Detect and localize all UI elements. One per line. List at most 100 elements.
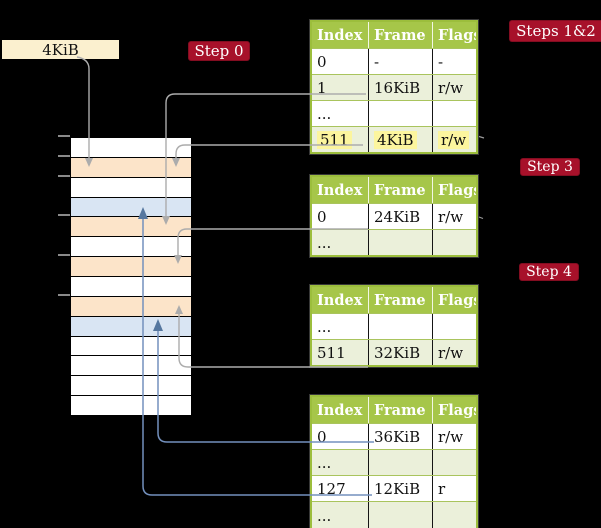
stub-mark — [478, 135, 485, 139]
table-cell: 0 — [312, 204, 369, 229]
memory-frame-9 — [71, 296, 191, 317]
badge-step-3: Step 3 — [520, 158, 580, 176]
table-row: ... — [312, 101, 476, 127]
header-index: Index — [312, 22, 369, 48]
page-table-2: Index Frame Flags 0 24KiB r/w ... — [310, 175, 478, 257]
badge-step-4: Step 4 — [519, 263, 579, 281]
memory-frame-5 — [71, 217, 191, 238]
badge-steps-1-2-label: Steps 1&2 — [516, 22, 596, 40]
address-tick — [58, 254, 70, 256]
table-cell: 12KiB — [369, 476, 433, 501]
table-cell: ... — [312, 230, 369, 255]
table-header: Index Frame Flags — [312, 287, 476, 314]
header-flags: Flags — [438, 291, 476, 309]
table-cell: r/w — [438, 343, 464, 362]
table-row-highlighted: 511 4KiB r/w — [312, 127, 476, 152]
table-cell — [433, 502, 476, 528]
table-cell: 16KiB — [369, 75, 433, 100]
table-cell: 0 — [312, 49, 369, 74]
header-flags: Flags — [438, 401, 476, 419]
table-header: Index Frame Flags — [312, 177, 476, 204]
badge-steps-1-2: Steps 1&2 — [509, 20, 601, 42]
memory-frame-14 — [71, 396, 191, 416]
header-flags: Flags — [438, 181, 476, 199]
table-cell: 1 — [312, 75, 369, 100]
memory-frame-3 — [71, 177, 191, 198]
table-cell: 511 — [312, 127, 369, 152]
header-frame: Frame — [369, 22, 433, 48]
page-table-1: Index Frame Flags 0 - - 1 16KiB r/w ... … — [310, 20, 478, 154]
memory-frame-1 — [71, 138, 191, 158]
table-cell: r/w — [438, 427, 464, 446]
table-cell — [433, 230, 476, 255]
frame-size-box: 4KiB — [2, 40, 119, 59]
table-cell — [369, 450, 433, 475]
table-cell: - — [369, 49, 433, 74]
address-tick — [58, 135, 70, 137]
table-cell: 24KiB — [369, 204, 433, 229]
header-index: Index — [312, 397, 369, 423]
table-cell: 511 — [312, 340, 369, 365]
header-index: Index — [312, 287, 369, 313]
table-cell: r — [438, 479, 446, 498]
table-cell — [433, 314, 476, 339]
page-table-4: Index Frame Flags 0 36KiB r/w ... 127 12… — [310, 395, 478, 528]
table-cell — [369, 314, 433, 339]
table-cell: ... — [312, 101, 369, 126]
address-tick — [58, 175, 70, 177]
address-tick — [58, 155, 70, 157]
table-cell — [369, 230, 433, 255]
badge-step-4-label: Step 4 — [526, 264, 572, 280]
header-frame: Frame — [369, 397, 433, 423]
table-row: 0 36KiB r/w — [312, 424, 476, 450]
header-frame: Frame — [369, 177, 433, 203]
header-index: Index — [312, 177, 369, 203]
table-cell — [369, 502, 433, 528]
table-cell: ... — [312, 502, 369, 528]
badge-step-3-label: Step 3 — [527, 159, 573, 175]
table-row: 511 32KiB r/w — [312, 340, 476, 365]
table-header: Index Frame Flags — [312, 397, 476, 424]
memory-frame-7 — [71, 257, 191, 278]
table-row: ... — [312, 502, 476, 528]
table-row: ... — [312, 230, 476, 255]
memory-frame-11 — [71, 336, 191, 357]
memory-frame-2 — [71, 157, 191, 178]
memory-frame-12 — [71, 356, 191, 377]
table-cell — [433, 101, 476, 126]
frame-size-label: 4KiB — [42, 40, 79, 59]
highlighted-value: r/w — [438, 130, 470, 149]
header-flags: Flags — [438, 26, 476, 44]
highlighted-value: 4KiB — [374, 130, 417, 149]
page-table-3: Index Frame Flags ... 511 32KiB r/w — [310, 285, 478, 367]
physical-memory-column — [70, 137, 192, 416]
memory-frame-13 — [71, 376, 191, 397]
memory-frame-4 — [71, 197, 191, 218]
table-cell — [369, 101, 433, 126]
table-row: 0 24KiB r/w — [312, 204, 476, 230]
table-cell: 32KiB — [369, 340, 433, 365]
header-frame: Frame — [369, 287, 433, 313]
table-cell: ... — [312, 450, 369, 475]
table-header: Index Frame Flags — [312, 22, 476, 49]
table-cell: ... — [312, 314, 369, 339]
table-cell: r/w — [433, 127, 476, 152]
table-cell: r/w — [438, 207, 464, 226]
highlighted-value: 511 — [317, 130, 352, 149]
address-tick — [58, 214, 70, 216]
table-row: 0 - - — [312, 49, 476, 75]
table-cell: 36KiB — [369, 424, 433, 449]
table-cell: - — [438, 52, 444, 71]
memory-frame-10 — [71, 316, 191, 337]
address-tick — [58, 294, 70, 296]
stub-mark — [478, 216, 484, 220]
memory-frame-8 — [71, 277, 191, 297]
table-cell: r/w — [438, 78, 464, 97]
table-row: ... — [312, 314, 476, 340]
table-row: 1 16KiB r/w — [312, 75, 476, 101]
table-cell: 0 — [312, 424, 369, 449]
badge-step-0: Step 0 — [188, 41, 250, 61]
table-cell: 4KiB — [369, 127, 433, 152]
badge-step-0-label: Step 0 — [194, 42, 244, 60]
